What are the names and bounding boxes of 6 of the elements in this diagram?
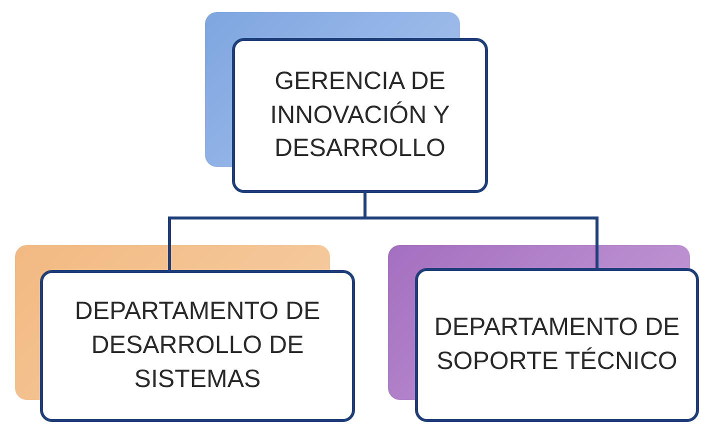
org-unit-box (40, 270, 355, 422)
unit-name: GERENCIA DE INNOVACIÓN Y DESARROLLO (269, 66, 451, 164)
unit-name: DEPARTAMENTO DE SOPORTE TÉCNICO (433, 312, 681, 377)
org-unit-box (232, 38, 488, 193)
unit-name: DEPARTAMENTO DE DESARROLLO DE SISTEMAS (74, 296, 322, 395)
org-unit-box (415, 268, 699, 422)
